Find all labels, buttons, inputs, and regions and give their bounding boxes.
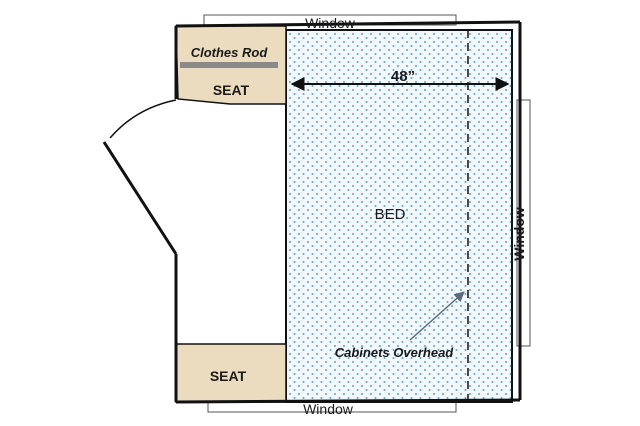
cabinets-label: Cabinets Overhead: [335, 345, 455, 360]
wall-top: [175, 20, 521, 28]
cabinets-pointer-arrow: [409, 291, 465, 341]
window-right-label: Window: [511, 207, 527, 261]
bed: [285, 29, 513, 403]
clothes-rod: [180, 62, 278, 68]
door-leaf: [102, 141, 178, 255]
bed-label: BED: [375, 206, 406, 223]
window-top-label: Window: [305, 15, 356, 31]
wall-bottom: [175, 398, 521, 404]
seat-top-label: SEAT: [213, 82, 250, 98]
seat-bottom-label: SEAT: [210, 368, 247, 384]
dimension-label: 48”: [391, 68, 415, 85]
window-bottom-label: Window: [303, 401, 354, 417]
clothes-rod-label: Clothes Rod: [191, 45, 269, 60]
seat-bottom: [175, 343, 287, 403]
door-swing-arc: [109, 99, 177, 139]
